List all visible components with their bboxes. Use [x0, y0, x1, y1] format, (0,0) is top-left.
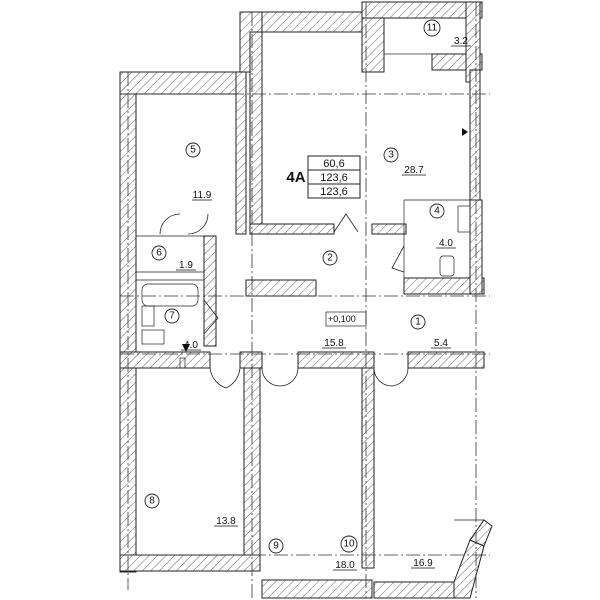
apartment-value-1: 60,6: [323, 158, 344, 170]
room-3: 3 28.7: [383, 147, 426, 176]
wall-room5-top: [119, 71, 241, 95]
apartment-values-box: [307, 155, 361, 199]
partitions: [136, 17, 484, 521]
door-room9: [261, 367, 299, 387]
door-room7: [203, 299, 219, 335]
svg-text:11: 11: [427, 23, 438, 34]
sink: [141, 329, 165, 345]
svg-text:5.4: 5.4: [434, 338, 448, 349]
svg-text:13.8: 13.8: [216, 516, 236, 527]
wall-center-column: [245, 279, 317, 297]
room-4: 4 4.0: [429, 203, 456, 249]
svg-text:4.0: 4.0: [439, 238, 453, 249]
svg-text:15.8: 15.8: [324, 338, 344, 349]
room-10: 10 18.0: [333, 535, 358, 571]
room-1: 1 5.4: [410, 314, 451, 349]
wall-room3-bottom-left: [249, 223, 335, 235]
apartment-code: 4А: [286, 169, 305, 186]
level-mark-text: +0,100: [328, 314, 356, 324]
door-room10: [373, 367, 409, 387]
small-vent: [179, 357, 186, 369]
level-mark: +0,100: [179, 128, 468, 369]
svg-text:6: 6: [156, 248, 162, 259]
svg-text:9: 9: [273, 541, 279, 552]
door-room3: [333, 213, 359, 233]
wall-room3-bottom-right: [371, 223, 407, 235]
door-room5: [159, 213, 209, 235]
wall-mid-left: [119, 351, 211, 369]
svg-text:18.0: 18.0: [335, 560, 355, 571]
wall-room5-right: [235, 71, 247, 235]
svg-text:5: 5: [190, 145, 196, 156]
apartment-value-2: 123,6: [320, 172, 348, 184]
grid-axes: [120, 2, 490, 598]
wall-bay-window: [453, 539, 485, 599]
bathtub: [141, 283, 199, 307]
wall-bottom-mid: [261, 579, 373, 599]
sink-room4: [457, 205, 471, 233]
walls: [119, 1, 493, 599]
wall-room9-right: [361, 367, 375, 569]
svg-text:2: 2: [327, 253, 333, 264]
level-arrow: [182, 344, 190, 352]
svg-text:4.0: 4.0: [184, 340, 198, 351]
room-9: 9: [268, 538, 284, 554]
riser-marker: [462, 128, 468, 136]
svg-text:11.9: 11.9: [193, 190, 212, 201]
wall-mid-right: [407, 351, 485, 369]
room-12: 16.9: [411, 558, 435, 569]
room-2: 2 15.8: [322, 250, 346, 349]
door-room8: [209, 367, 241, 389]
toilet-room4: [439, 255, 455, 277]
room-11: 11 3.2: [423, 19, 471, 47]
room-5: 5 11.9: [185, 142, 212, 201]
wall-bottom-right: [373, 581, 455, 599]
svg-text:28.7: 28.7: [404, 165, 424, 176]
wall-bay-edge: [469, 519, 493, 547]
room-6: 6 1.9: [151, 245, 196, 271]
svg-text:8: 8: [149, 496, 155, 507]
wall-right-upper: [469, 69, 481, 201]
svg-text:1.9: 1.9: [179, 260, 193, 271]
wall-mid-center2: [297, 351, 375, 369]
svg-text:3: 3: [388, 150, 394, 161]
room-7: 7 4.0: [164, 308, 201, 351]
room-8: 8 13.8: [144, 493, 238, 527]
svg-text:4: 4: [434, 206, 440, 217]
apartment-value-3: 123,6: [320, 186, 348, 198]
wall-room6-right: [203, 235, 217, 347]
doors: [159, 213, 409, 389]
wall-bottom-left: [119, 554, 261, 572]
svg-text:16.9: 16.9: [413, 558, 433, 569]
svg-text:7: 7: [169, 311, 175, 322]
door-room4: [391, 245, 405, 273]
apartment-label: 4А 60,6 123,6 123,6: [286, 155, 361, 199]
svg-text:1: 1: [415, 317, 421, 328]
wall-room11-top: [361, 1, 483, 19]
shaft-room11: [383, 17, 467, 55]
svg-text:3.2: 3.2: [454, 36, 468, 47]
svg-text:10: 10: [343, 539, 355, 550]
toilet-room7: [141, 305, 155, 327]
